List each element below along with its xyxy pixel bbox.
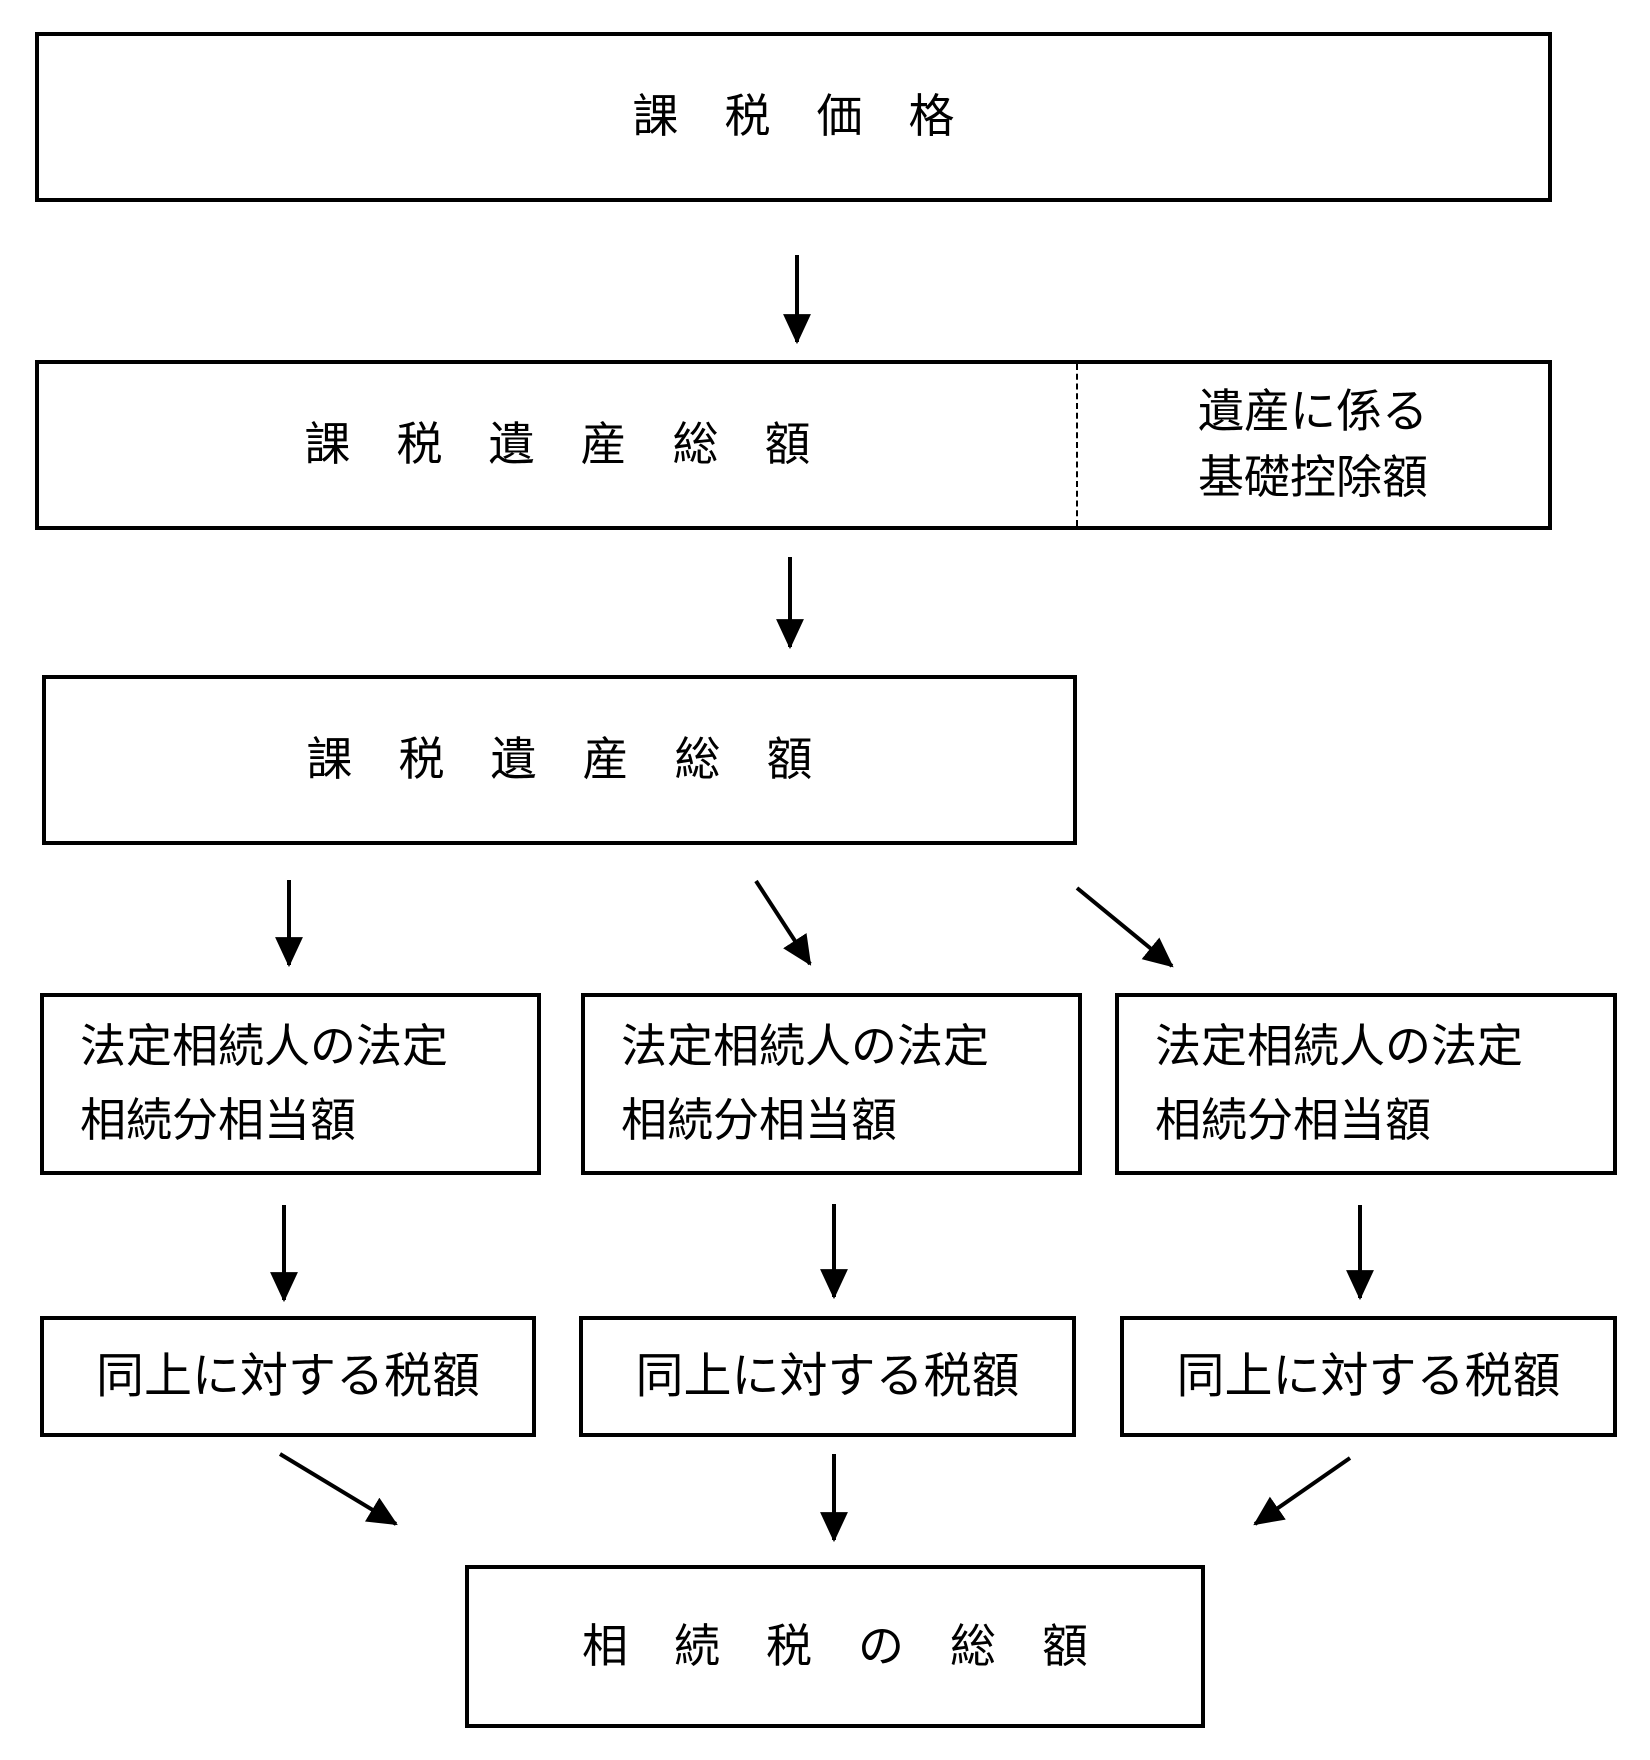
heir-share-box-3-lines: 法定相続人の法定 相続分相当額 (1119, 1010, 1523, 1158)
heir-share-box-2-line2: 相続分相当額 (621, 1095, 897, 1146)
tax-on-share-box-1-label: 同上に対する税額 (95, 1349, 480, 1403)
tax-on-share-box-2-label: 同上に対する税額 (635, 1349, 1020, 1403)
heir-share-box-2-lines: 法定相続人の法定 相続分相当額 (585, 1010, 989, 1158)
taxable-estate-total-label: 課 税 遺 産 総 額 (306, 734, 813, 786)
arrow-converge-left-icon (278, 1452, 398, 1526)
basic-deduction-label-line1: 遺産に係る (1198, 386, 1428, 437)
total-inheritance-tax-box: 相 続 税 の 総 額 (465, 1565, 1205, 1728)
heir-share-box-1-line2: 相続分相当額 (80, 1095, 356, 1146)
arrow-converge-right-icon (1253, 1456, 1352, 1526)
basic-deduction-cell: 遺産に係る 基礎控除額 (1078, 364, 1548, 526)
taxable-value-box: 課 税 価 格 (35, 32, 1552, 202)
heir-share-box-2: 法定相続人の法定 相続分相当額 (581, 993, 1082, 1175)
arrow-fan-middle-icon (754, 879, 812, 966)
tax-on-share-box-1: 同上に対する税額 (40, 1316, 536, 1437)
heir-share-box-3-line1: 法定相続人の法定 (1155, 1021, 1523, 1072)
tax-on-share-box-3: 同上に対する税額 (1120, 1316, 1617, 1437)
heir-share-box-1-line1: 法定相続人の法定 (80, 1021, 448, 1072)
taxable-value-label: 課 税 価 格 (632, 91, 955, 143)
taxable-estate-split-box: 課 税 遺 産 総 額 遺産に係る 基礎控除額 (35, 360, 1552, 530)
taxable-estate-total-box: 課 税 遺 産 総 額 (42, 675, 1077, 845)
heir-share-box-2-line1: 法定相続人の法定 (621, 1021, 989, 1072)
arrow-fan-right-icon (1075, 886, 1174, 968)
tax-on-share-box-3-label: 同上に対する税額 (1176, 1349, 1561, 1403)
heir-share-box-1: 法定相続人の法定 相続分相当額 (40, 993, 541, 1175)
heir-share-box-3-line2: 相続分相当額 (1155, 1095, 1431, 1146)
heir-share-box-3: 法定相続人の法定 相続分相当額 (1115, 993, 1617, 1175)
total-inheritance-tax-label: 相 続 税 の 総 額 (582, 1620, 1088, 1672)
basic-deduction-label-line2: 基礎控除額 (1198, 452, 1428, 503)
heir-share-box-1-lines: 法定相続人の法定 相続分相当額 (44, 1010, 448, 1158)
taxable-estate-split-left-label: 課 税 遺 産 総 額 (304, 419, 811, 471)
taxable-estate-split-left-cell: 課 税 遺 産 総 額 (39, 364, 1078, 526)
tax-on-share-box-2: 同上に対する税額 (579, 1316, 1076, 1437)
